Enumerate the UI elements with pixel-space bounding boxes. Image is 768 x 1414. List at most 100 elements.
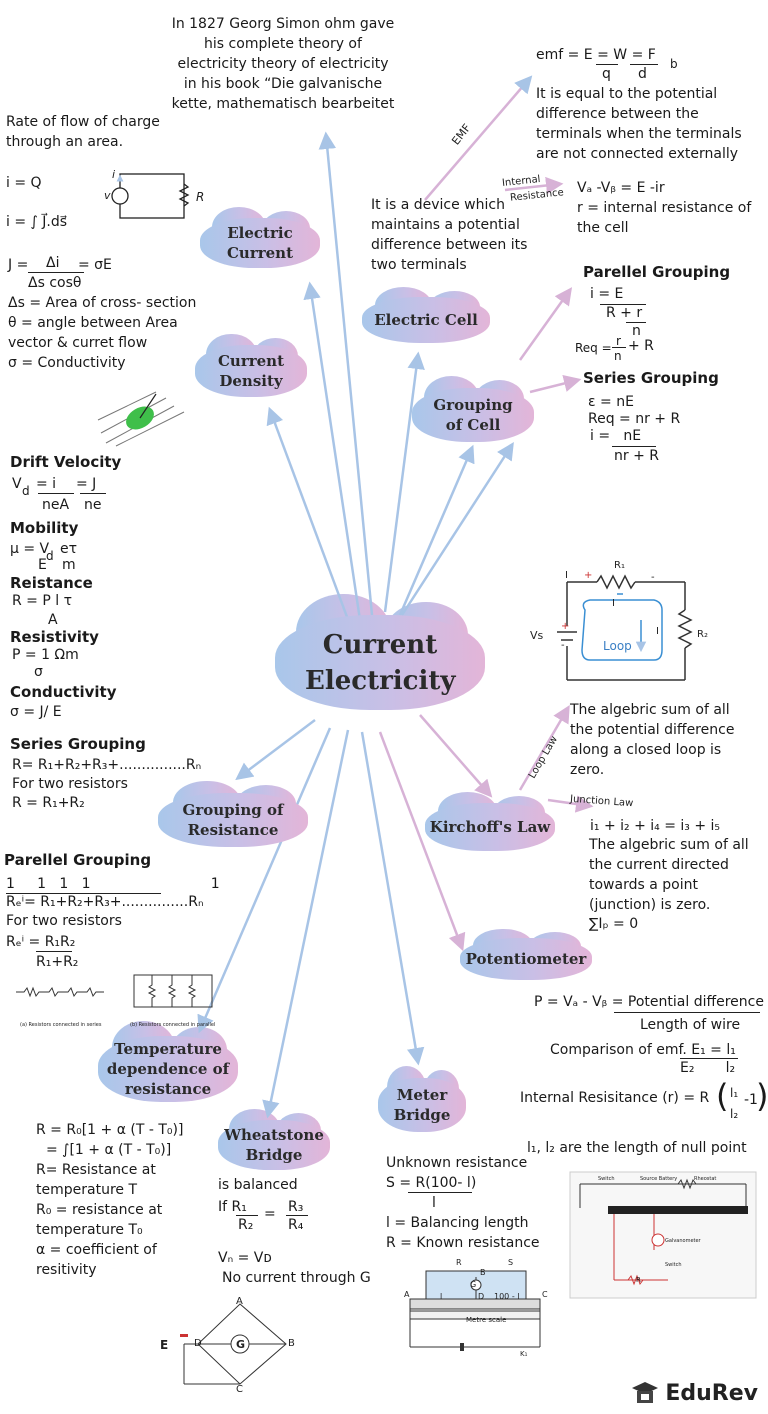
node-temperature-dependence[interactable]: Temperature dependence of resistance xyxy=(98,1021,238,1102)
wheatstone-label-b: B xyxy=(288,1338,295,1349)
fig-a-caption: (a) Resistors connected in series xyxy=(20,1022,102,1028)
fraction-bar xyxy=(236,1215,258,1216)
meter-label-scale: Metre scale xyxy=(466,1316,507,1324)
series-grouping-eq: R= R₁+R₂+R₃+...............Rₙ xyxy=(12,757,202,773)
graduation-cap-icon xyxy=(632,1382,659,1403)
history-line: kette, mathematisch bearbeitet xyxy=(171,96,395,112)
history-line: electricity theory of electricity xyxy=(177,56,389,72)
temperature-def-3: R₀ = resistance at xyxy=(36,1202,163,1218)
logo-text: EduRev xyxy=(665,1380,758,1406)
cell-parallel-req-den: n xyxy=(614,349,622,363)
resistivity-eq: P = 1 Ωm xyxy=(12,647,79,663)
potentiometer-comp: Comparison of emf. E₁ = l₁ xyxy=(550,1042,736,1058)
wheatstone-label-g: G xyxy=(236,1338,246,1351)
wheatstone-label-c: C xyxy=(236,1384,243,1395)
potentiometer-internal-minus: -1 xyxy=(744,1092,758,1108)
potentiometer-internal-frac: l₁ xyxy=(730,1086,739,1100)
temperature-eq2: = ∫[1 + α (T - T₀)] xyxy=(46,1142,172,1158)
conductivity-eq: σ = J/ E xyxy=(10,704,62,720)
meter-label-c: C xyxy=(542,1290,548,1299)
current-eq-q: i = Q xyxy=(6,175,42,191)
fraction-bar xyxy=(286,1215,308,1216)
fraction-bar xyxy=(28,272,84,273)
loop-circuit-diagram xyxy=(557,574,693,681)
loop-label-i-mid: I xyxy=(612,598,615,609)
mobility-lhs: μ = V xyxy=(10,541,50,557)
ohm-history-text: In 1827 Georg Simon ohm gave his complet… xyxy=(158,14,408,114)
node-meter-bridge[interactable]: Meter Bridge xyxy=(378,1066,466,1132)
meter-r-def: R = Known resistance xyxy=(386,1235,540,1251)
node-label: Wheatstone Bridge xyxy=(224,1126,324,1164)
cell-desc-4: two terminals xyxy=(371,257,467,273)
fraction-bar xyxy=(600,304,646,305)
cell-parallel-eq-den: R + r xyxy=(606,305,643,321)
meter-label-100-l: 100 - l xyxy=(494,1292,520,1301)
reistance-eq: R = P l τ xyxy=(12,593,73,609)
history-line: In 1827 Georg Simon ohm gave xyxy=(171,16,395,32)
node-current-density[interactable]: Current Density xyxy=(195,333,307,397)
cell-parallel-eq-den2: n xyxy=(632,323,641,339)
fraction-bar xyxy=(626,322,646,323)
loop-label-plus1: + xyxy=(584,570,593,581)
meter-s-eq: S = R(100- l) xyxy=(386,1175,477,1191)
cell-parallel-title: Parellel Grouping xyxy=(583,263,731,281)
temperature-def-4: temperature T₀ xyxy=(36,1222,143,1238)
node-electric-cell[interactable]: Electric Cell xyxy=(362,286,490,343)
emf-desc-1: It is equal to the potential xyxy=(536,86,718,102)
density-eq-lhs: J = xyxy=(8,257,29,273)
density-eq-den: Δs cosθ xyxy=(28,275,82,291)
wheatstone-label-a: A xyxy=(236,1296,243,1307)
node-grouping-of-cell[interactable]: Grouping of Cell xyxy=(412,376,534,442)
fig-b-caption: (b) Resistors connected in parallel xyxy=(130,1022,216,1028)
meter-label-k1: K₁ xyxy=(520,1350,528,1358)
node-grouping-of-resistance[interactable]: Grouping of Resistance xyxy=(158,781,308,847)
density-def-1: Δs = Area of cross- section xyxy=(8,295,197,311)
wheatstone-bridge-diagram xyxy=(180,1303,287,1385)
meter-label-r: R xyxy=(456,1258,462,1267)
loop-label-r1: R₁ xyxy=(614,560,625,571)
loop-label-loop: Loop xyxy=(603,639,632,653)
node-wheatstone-bridge[interactable]: Wheatstone Bridge xyxy=(218,1109,330,1170)
mobility-sub: d xyxy=(46,549,54,563)
meter-label-a: A xyxy=(404,1290,410,1299)
wheatstone-label-e: E xyxy=(160,1338,169,1352)
node-potentiometer[interactable]: Potentiometer xyxy=(460,928,592,980)
mobility-num: eτ xyxy=(60,541,78,557)
potentiometer-null-point: l₁, l₂ are the length of null point xyxy=(527,1140,747,1156)
wheatstone-num2: R₃ xyxy=(288,1199,304,1215)
circuit-label-v: v xyxy=(104,189,111,202)
meter-label-b: B xyxy=(480,1268,486,1277)
meter-label-g: G xyxy=(470,1280,477,1289)
fraction-bar xyxy=(612,446,656,447)
loop-label-i-top: I xyxy=(565,570,568,581)
temperature-def-5: α = coefficient of xyxy=(36,1242,157,1258)
temperature-def-6: resitivity xyxy=(36,1262,97,1278)
pot-fig-rheostat: Rheostat xyxy=(694,1176,717,1182)
node-label: Potentiometer xyxy=(465,950,587,968)
cell-parallel-req: Req = xyxy=(575,341,612,355)
center-current-electricity[interactable]: Current Electricity xyxy=(275,594,485,710)
pot-fig-r: R xyxy=(636,1276,641,1284)
node-kirchoffs-law[interactable]: Kirchoff's Law xyxy=(425,792,555,851)
cell-desc-2: maintains a potential xyxy=(371,217,520,233)
circuit-label-i: i xyxy=(112,168,116,181)
cell-series-e: ε = nE xyxy=(588,394,634,410)
circuit-label-r: R xyxy=(196,190,205,204)
node-electric-current[interactable]: Electric Current xyxy=(200,207,320,268)
drift-lhs: V xyxy=(12,476,22,492)
junction-desc-1: The algebric sum of all xyxy=(589,837,749,853)
fraction-bar xyxy=(614,1012,760,1013)
junction-eq: i₁ + i₂ + i₄ = i₃ + i₅ xyxy=(590,818,721,834)
temperature-def-1: R= Resistance at xyxy=(36,1162,156,1178)
density-def-4: σ = Conductivity xyxy=(8,355,126,371)
drift-eq2: = J xyxy=(76,476,97,492)
drift-velocity-title: Drift Velocity xyxy=(10,453,122,471)
cell-parallel-req-num: r xyxy=(616,334,621,348)
edurev-logo[interactable]: EduRev xyxy=(631,1380,758,1406)
node-label: Kirchoff's Law xyxy=(429,818,551,836)
loop-desc-2: the potential difference xyxy=(570,722,735,738)
fraction-bar xyxy=(6,893,161,894)
potentiometer-comp-den: E₂ l₂ xyxy=(680,1060,736,1076)
wheatstone-label-d: D xyxy=(194,1338,202,1349)
cell-series-i-num: i = nE xyxy=(590,428,642,444)
